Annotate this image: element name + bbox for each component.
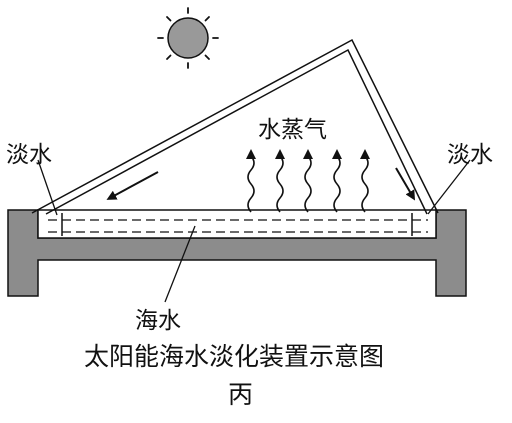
caption-subtitle: 丙 xyxy=(228,380,253,409)
vapor-arrow-2 xyxy=(275,149,285,213)
vapor-arrow-1 xyxy=(246,149,256,213)
label-seawater: 海水 xyxy=(135,308,181,334)
basin-cavity xyxy=(37,209,437,239)
caption-title: 太阳能海水淡化装置示意图 xyxy=(84,342,384,371)
glass-cover xyxy=(31,38,439,215)
condensate-arrow-right xyxy=(395,167,416,201)
label-vapor: 水蒸气 xyxy=(258,117,327,143)
vapor-arrow-4 xyxy=(332,149,342,213)
condensate-arrow-left xyxy=(106,171,159,200)
vapor-arrow-3 xyxy=(303,149,313,213)
fresh-water-wells xyxy=(61,213,413,236)
vapor-arrows xyxy=(246,149,370,213)
sun-icon xyxy=(157,7,219,69)
label-fresh-water-right: 淡水 xyxy=(447,142,493,168)
seawater-surface xyxy=(48,219,428,233)
vapor-arrow-5 xyxy=(360,149,370,213)
leader-lines xyxy=(37,159,471,303)
label-fresh-water-left: 淡水 xyxy=(6,142,52,168)
